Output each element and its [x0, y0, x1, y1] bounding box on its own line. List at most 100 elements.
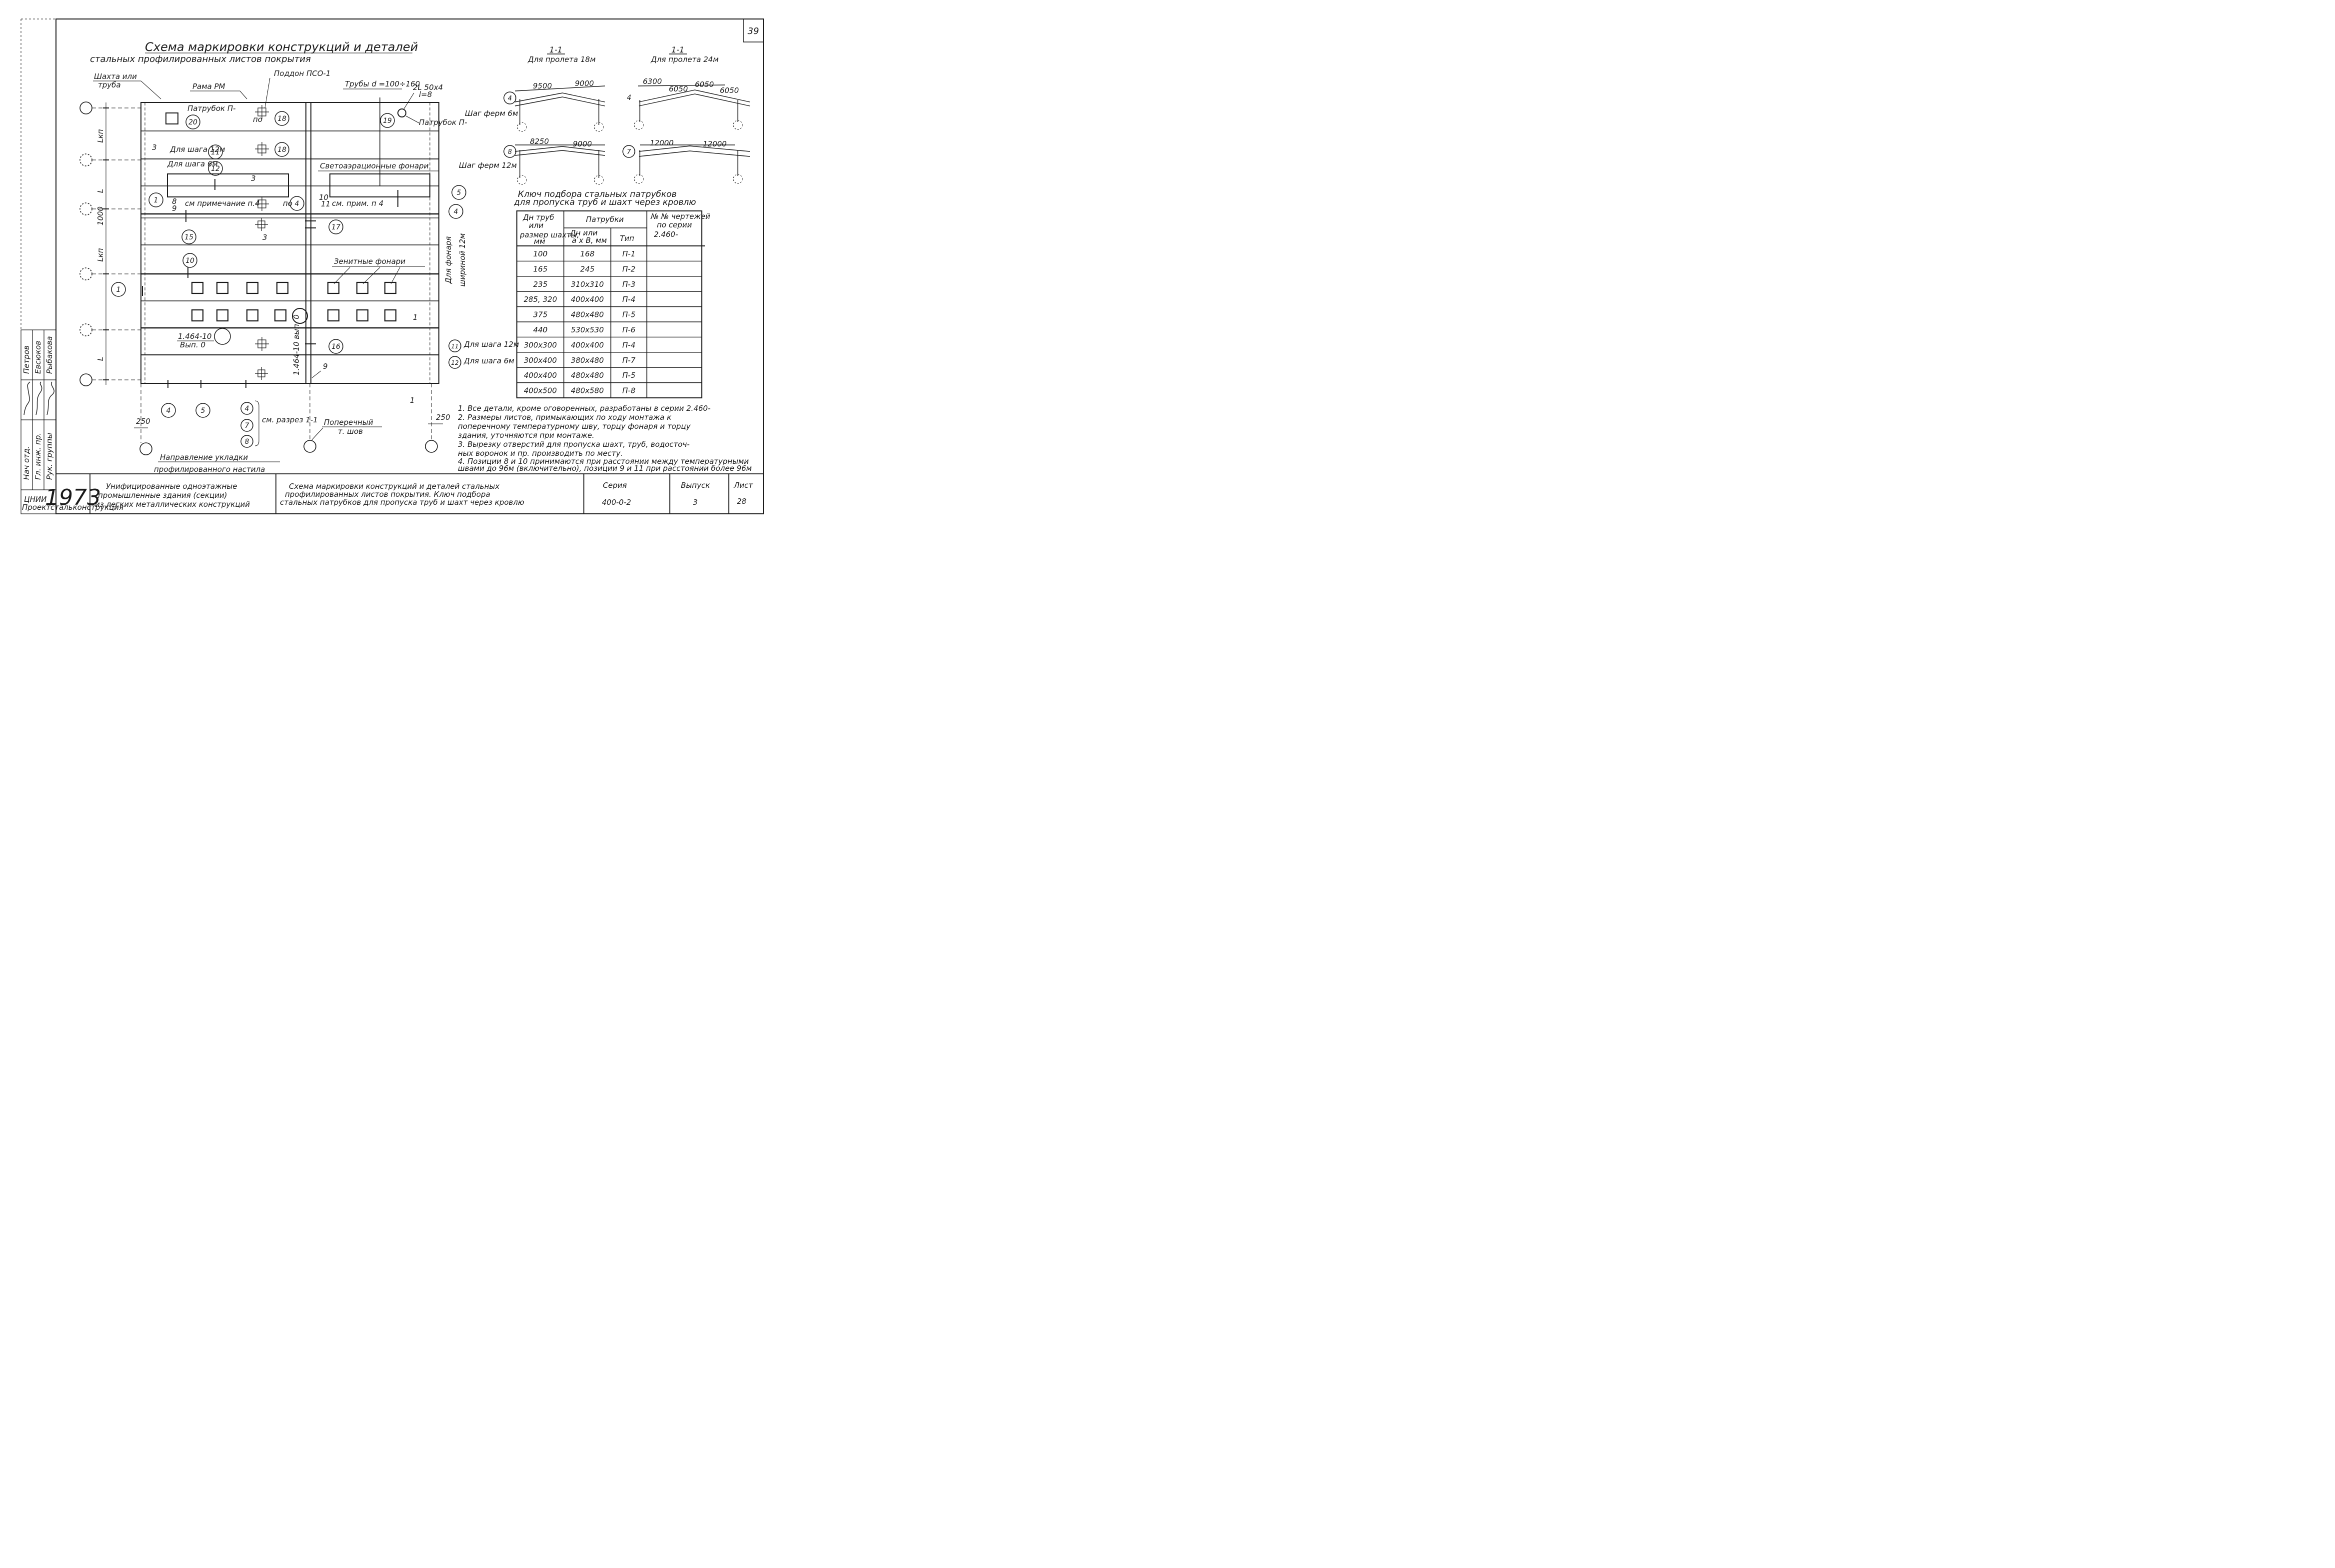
- label-1464-a: 1.464-10: [178, 332, 211, 341]
- marker-1[interactable]: 1: [154, 196, 158, 204]
- nozzle-crosses: [255, 105, 269, 380]
- truss-step-6: Шаг ферм 6м: [465, 109, 518, 118]
- note-2b: поперечному температурному шву, торцу фо…: [458, 422, 691, 431]
- signature-2: [35, 381, 42, 415]
- sec24-axis-c: [634, 174, 644, 184]
- key-cell-r4-c0: 375: [533, 310, 548, 319]
- section-bracket: [254, 400, 259, 446]
- key-cell-r6-c0: 300х300: [524, 340, 557, 349]
- side-stamp: Нач отд. Петров Гл. инж. пр. Евсюков Рук…: [20, 329, 123, 514]
- title-block: 1973 Унифицированные одноэтажные промышл…: [45, 473, 763, 514]
- pipe-circle-top: [397, 108, 406, 117]
- section-18-title: 1-1: [549, 45, 562, 54]
- key-h-pipe-2: или: [529, 221, 543, 230]
- label-bolt: 2L 50x4: [413, 83, 443, 92]
- tb-desc-1: Унифицированные одноэтажные: [106, 482, 237, 491]
- sec18-marker-4-circle: [503, 91, 516, 104]
- label-transverse-1: Поперечный: [324, 418, 373, 427]
- label-lantern-width-1: Для фонаря: [444, 236, 453, 284]
- marker-20[interactable]: 20: [188, 118, 197, 126]
- section-24-sub: Для пролета 24м: [650, 55, 719, 64]
- key-cell-r3-c0: 285, 320: [524, 295, 557, 304]
- sec18-axis-d: [594, 175, 604, 185]
- tb-sheet-3: стальных патрубков для пропуска труб и ш…: [280, 498, 524, 507]
- marker-15[interactable]: 15: [184, 233, 193, 241]
- marker-4c[interactable]: 4: [166, 407, 171, 415]
- sec18-d9500: 9500: [533, 81, 552, 90]
- tb-desc-2: промышленные здания (секции): [98, 491, 227, 500]
- section-18-sub: Для пролета 18м: [527, 55, 596, 64]
- marker-11-legend[interactable]: 11: [451, 343, 458, 350]
- label-bolt-2: l=8: [419, 90, 432, 99]
- key-h-pipe-4: мм: [534, 237, 545, 246]
- marker-17[interactable]: 17: [331, 223, 340, 231]
- note-2a: 2. Размеры листов, примыкающих по ходу м…: [458, 413, 671, 422]
- label-frame: Рама РМ: [192, 82, 225, 91]
- label-ten: 10: [319, 193, 328, 202]
- key-cell-r1-c1: 245: [580, 264, 595, 273]
- key-caption-1: Ключ подбора стальных патрубков: [518, 189, 676, 199]
- marker-7-sec[interactable]: 7: [245, 422, 249, 430]
- marker-4-sec[interactable]: 4: [245, 405, 249, 413]
- note-2c: здания, уточняются при монтаже.: [458, 431, 594, 440]
- stamp-r1b: Петров: [22, 345, 31, 374]
- tb-issue-value: 3: [693, 498, 698, 507]
- label-step12-inline: Для шага 12м: [169, 145, 225, 154]
- section-18-profile: [514, 85, 605, 178]
- leader-frame: [239, 90, 247, 99]
- key-cell-r0-c2: П-1: [622, 249, 635, 258]
- key-cell-r8-c1: 480х480: [571, 371, 604, 380]
- key-cell-r3-c1: 400х400: [571, 295, 604, 304]
- label-skylight: Светоаэрационные фонари: [320, 161, 429, 170]
- marker-11[interactable]: 11: [211, 148, 220, 156]
- marker-5b[interactable]: 5: [201, 407, 205, 415]
- sec24-marker-7-circle: [622, 145, 635, 158]
- sec24-d12000a: 12000: [650, 138, 674, 147]
- key-h-dn-1: Дн или: [569, 228, 598, 237]
- marker-12-legend[interactable]: 12: [451, 359, 458, 366]
- key-h-drw-1: № № чертежей: [650, 212, 710, 221]
- label-see-note4: см примечание п.4: [185, 199, 260, 208]
- purlin-lines: [141, 130, 439, 355]
- label-nine-a: 9: [172, 204, 177, 213]
- truss-step-12: Шаг ферм 12м: [459, 161, 517, 170]
- key-cell-r1-c0: 165: [533, 264, 548, 273]
- marker-16[interactable]: 16: [331, 343, 340, 351]
- key-cell-r5-c2: П-6: [622, 325, 635, 334]
- note-1: 1. Все детали, кроме оговоренных, разраб…: [458, 404, 710, 413]
- dimension-ticks: [103, 107, 109, 380]
- marker-10[interactable]: 10: [185, 257, 194, 265]
- key-h-dn-2: а х В, мм: [572, 236, 607, 245]
- marker-4[interactable]: 4: [295, 200, 299, 208]
- sec18-d8250: 8250: [530, 137, 549, 146]
- label-section-mark-2: 1: [410, 396, 415, 405]
- label-1464-b: Вып. 0: [180, 340, 205, 349]
- marker-5[interactable]: 5: [457, 189, 461, 197]
- key-h-drw-2: по серии: [657, 220, 692, 229]
- key-h-type: Тип: [620, 234, 634, 243]
- leader-zenith-1: [333, 267, 350, 284]
- marker-18a[interactable]: 18: [277, 115, 286, 123]
- sec24-marker-7: 7: [627, 148, 631, 156]
- key-h-pipe-1: Дн труб: [522, 213, 554, 222]
- stamp-r1a: Нач отд.: [22, 446, 31, 480]
- plan-outline: [140, 102, 439, 384]
- marker-1b[interactable]: 1: [116, 286, 121, 294]
- marker-4b[interactable]: 4: [454, 208, 458, 216]
- sec18-axis-c: [517, 175, 527, 185]
- label-pallet: Поддон ПСО-1: [274, 69, 330, 78]
- marker-8-sec[interactable]: 8: [245, 438, 249, 446]
- note-3b: ных воронок и пр. производить по месту.: [458, 449, 623, 458]
- pipe-circle-mid: [292, 308, 308, 324]
- marker-19[interactable]: 19: [383, 117, 392, 125]
- sec24-axis-a: [634, 120, 644, 130]
- marker-12[interactable]: 12: [211, 165, 220, 173]
- tb-list-label: Лист: [733, 481, 753, 490]
- dim-l-bottom: L: [96, 357, 105, 361]
- sec18-axis-b: [594, 122, 604, 132]
- label-see-section: см. разрез 1-1: [262, 415, 318, 424]
- marker-18b[interactable]: 18: [277, 146, 286, 154]
- key-cell-r5-c1: 530х530: [571, 325, 604, 334]
